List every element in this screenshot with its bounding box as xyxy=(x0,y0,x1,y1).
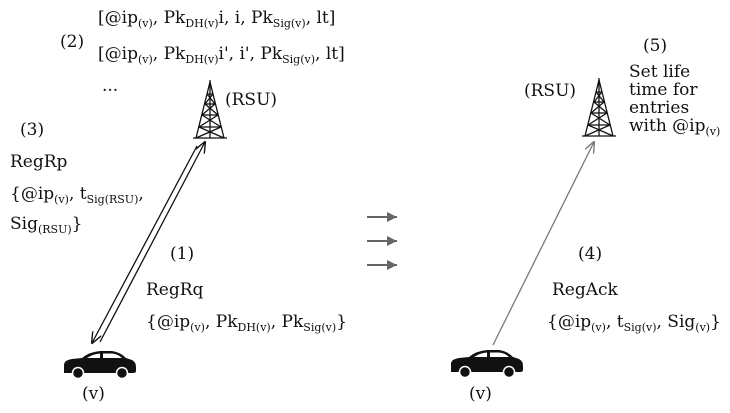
vehicle-label: (v) xyxy=(469,384,492,404)
rsu-tower-icon xyxy=(193,80,227,139)
step-5-line-4: with @ip(v) xyxy=(629,116,721,138)
regrq-arrow xyxy=(99,142,205,343)
car-icon xyxy=(451,350,523,379)
step-3-number: (3) xyxy=(20,120,45,140)
regrp-payload-line-2: Sig(RSU)} xyxy=(10,214,83,236)
vehicle-label: (v) xyxy=(82,384,105,404)
step-5-number: (5) xyxy=(643,36,668,56)
step-5-line-3: entries xyxy=(629,98,690,118)
transition-arrows xyxy=(367,212,397,270)
car-icon xyxy=(64,351,136,380)
step-4-number: (4) xyxy=(578,244,603,264)
step-2-number: (2) xyxy=(60,32,85,52)
binding-ellipsis: ... xyxy=(102,76,119,96)
rsu-label: (RSU) xyxy=(524,81,577,101)
step-1-name: RegRq xyxy=(146,280,204,300)
regrq-payload: {@ip(v), PkDH(v), PkSig(v)} xyxy=(146,312,348,334)
step-3-name: RegRp xyxy=(10,152,68,172)
step-4-name: RegAck xyxy=(552,280,618,300)
step-5-line-1: Set life xyxy=(629,62,691,82)
regack-payload: {@ip(v), tSig(v), Sig(v)} xyxy=(547,312,721,334)
regrp-payload-line-1: {@ip(v), tSig(RSU), xyxy=(10,184,144,206)
regrp-arrow xyxy=(92,145,198,343)
binding-entry-2: [@ip(v), PkDH(v)i', i', PkSig(v), lt] xyxy=(98,44,345,66)
binding-entry-1: [@ip(v), PkDH(v)i, i, PkSig(v), lt] xyxy=(98,8,336,30)
regack-arrow xyxy=(492,142,594,346)
rsu-label: (RSU) xyxy=(225,90,278,110)
step-1-number: (1) xyxy=(170,244,195,264)
step-5-line-2: time for xyxy=(629,80,698,100)
rsu-tower-icon xyxy=(582,78,616,137)
